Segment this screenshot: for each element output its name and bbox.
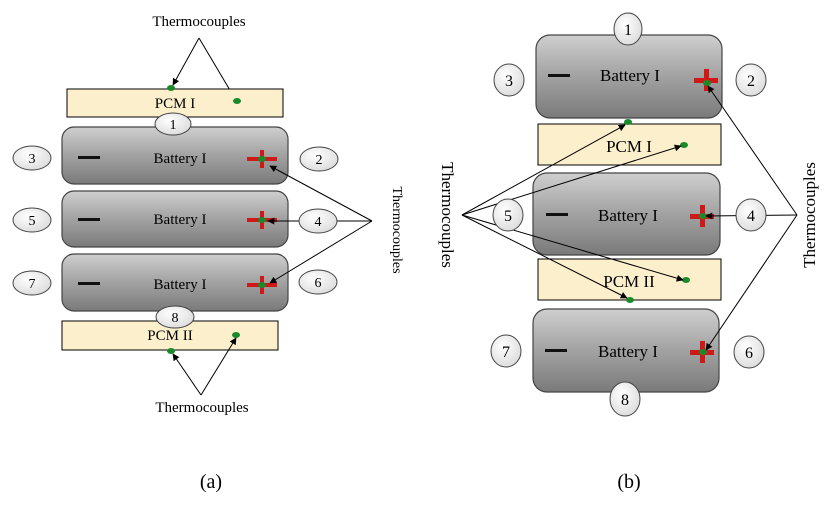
panel-b-pcm-bottom xyxy=(537,258,722,301)
number-label: 6 xyxy=(745,345,753,362)
panel-b-pcm-bottom-label: PCM II xyxy=(603,272,655,291)
panel-a-plus-terminal xyxy=(247,150,277,168)
panel-b-plus-terminal xyxy=(690,205,714,227)
panel-b-plus-terminal xyxy=(694,69,718,91)
panel-a-number-2: 2 xyxy=(299,146,339,172)
number-label: 5 xyxy=(29,214,36,229)
panel-a-number-7: 7 xyxy=(12,270,52,296)
panel-b-battery xyxy=(532,172,721,256)
panel-a-battery-label: Battery I xyxy=(154,277,207,293)
panel-b-pcm-top-label: PCM I xyxy=(606,137,652,156)
panel-a-pcm-bottom-label: PCM II xyxy=(147,328,192,344)
panel-a-number-6: 6 xyxy=(298,269,338,295)
panel-a-battery-label: Battery I xyxy=(154,151,207,167)
panel-b-number-5: 5 xyxy=(492,198,524,232)
panel-a-battery-label: Battery I xyxy=(154,212,207,228)
panel-b-sensor xyxy=(682,277,690,283)
panel-a-sensor xyxy=(167,85,175,91)
panel-b-number-6: 6 xyxy=(733,335,765,369)
panel-a-top-arrows xyxy=(172,37,235,98)
panel-a-minus-terminal xyxy=(78,156,100,159)
panel-a-number-8: 8 xyxy=(155,305,195,329)
panel-b-sensor xyxy=(624,119,632,125)
panel-b-number-7: 7 xyxy=(490,334,522,368)
panel-a-number-3: 3 xyxy=(12,145,52,171)
panel-a-thermocouples-side-label: Thermocouples xyxy=(389,186,404,273)
number-label: 4 xyxy=(315,215,322,230)
panel-b-sensor xyxy=(680,142,688,148)
panel-b-minus-terminal xyxy=(546,213,568,216)
number-label: 3 xyxy=(505,73,513,90)
number-label: 1 xyxy=(170,118,177,133)
panel-a-caption: (a) xyxy=(200,471,222,493)
panel-a-thermocouples-top-label: Thermocouples xyxy=(152,14,245,30)
number-label: 1 xyxy=(624,22,632,39)
panel-a: Thermocouples PCM I Battery I Battery I xyxy=(12,14,404,493)
panel-a-sensor xyxy=(232,332,240,338)
panel-a-thermocouples-bottom-label: Thermocouples xyxy=(155,400,248,416)
panel-b-thermocouples-right-label: Thermocouples xyxy=(800,162,819,268)
panel-b-plus-terminal xyxy=(690,341,714,363)
panel-b-battery-label: Battery I xyxy=(600,66,660,85)
number-label: 2 xyxy=(747,73,755,90)
number-label: 4 xyxy=(747,208,755,225)
panel-a-number-1: 1 xyxy=(154,112,192,136)
number-label: 2 xyxy=(316,153,323,168)
panel-a-pcm-top xyxy=(66,88,284,118)
number-label: 6 xyxy=(315,276,322,291)
panel-a-pcm-top-label: PCM I xyxy=(155,96,195,112)
panel-b-thermocouples-left-label: Thermocouples xyxy=(438,162,457,268)
panel-a-sensor xyxy=(233,98,241,104)
panel-b-battery-label: Battery I xyxy=(598,342,658,361)
panel-b: Battery I PCM I Battery I PCM II Battery… xyxy=(438,12,819,493)
panel-a-minus-terminal xyxy=(78,282,100,285)
panel-a-sensor xyxy=(167,348,175,354)
panel-a-number-4: 4 xyxy=(298,208,338,234)
number-label: 3 xyxy=(29,152,36,167)
panel-b-pcm-top xyxy=(537,123,722,166)
number-label: 7 xyxy=(29,277,36,292)
panel-a-plus-terminal xyxy=(247,276,277,294)
panel-a-battery xyxy=(61,190,289,248)
panel-b-number-3: 3 xyxy=(493,63,525,97)
number-label: 7 xyxy=(502,344,510,361)
panel-a-minus-terminal xyxy=(78,218,100,221)
number-label: 5 xyxy=(504,208,512,225)
panel-b-battery-label: Battery I xyxy=(598,206,658,225)
panel-b-number-8: 8 xyxy=(609,381,641,417)
panel-a-number-5: 5 xyxy=(12,207,52,233)
number-label: 8 xyxy=(621,392,629,409)
panel-a-plus-terminal xyxy=(247,211,277,229)
number-label: 8 xyxy=(172,311,179,326)
panel-b-minus-terminal xyxy=(545,349,567,352)
panel-b-number-4: 4 xyxy=(735,198,767,232)
panel-b-caption: (b) xyxy=(617,471,640,493)
panel-b-number-1: 1 xyxy=(613,12,643,46)
panel-b-minus-terminal xyxy=(548,74,570,77)
panel-b-number-2: 2 xyxy=(735,63,767,97)
panel-b-sensor xyxy=(626,297,634,303)
panel-a-bottom-arrows xyxy=(172,337,237,396)
